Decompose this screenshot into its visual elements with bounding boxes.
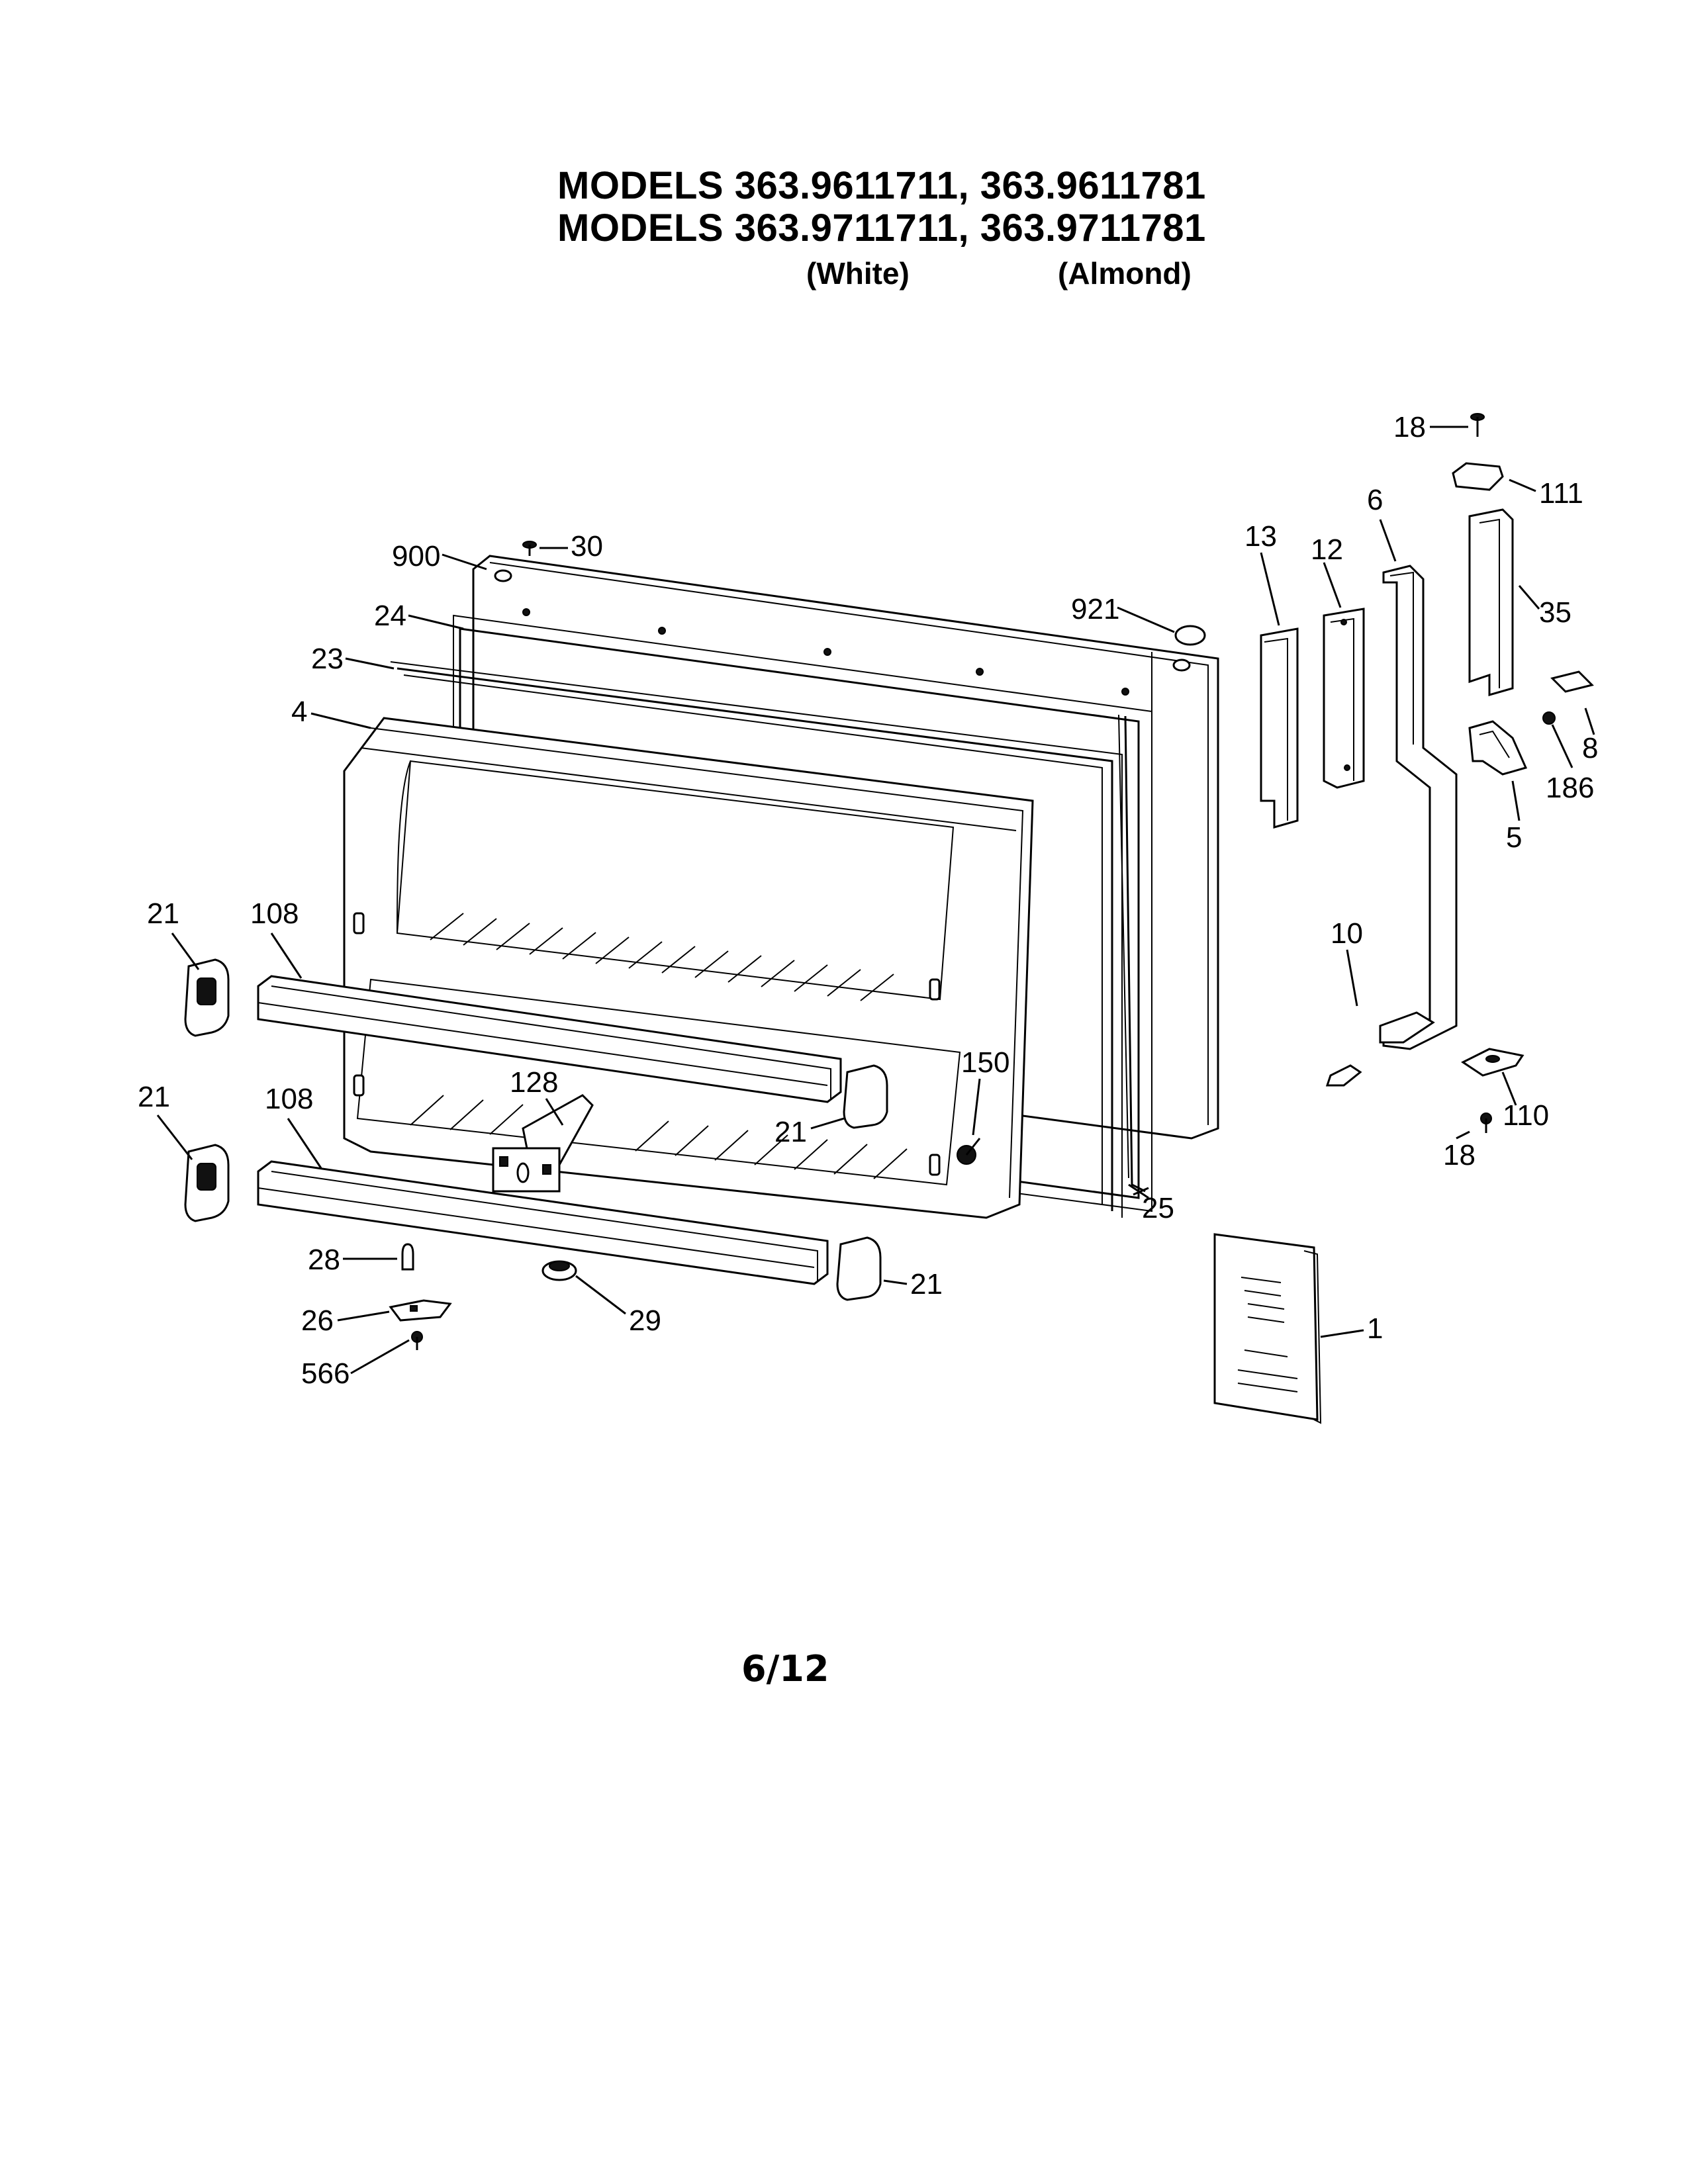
callout-21-a: 21 [147, 897, 179, 930]
shelf-bar-upper [257, 975, 842, 1103]
callout-4: 4 [291, 696, 307, 728]
model-line-1: MODELS 363.9611711, 363.9611781 [557, 164, 1206, 207]
screw-18-bottom [1480, 1113, 1492, 1133]
page-number: 6/12 [741, 1648, 829, 1690]
hinge-pin-10 [1325, 1064, 1362, 1087]
callout-566: 566 [301, 1357, 350, 1390]
hinge-110 [1461, 1048, 1524, 1077]
bracket-5 [1468, 720, 1528, 776]
callout-900: 900 [392, 540, 440, 572]
callout-186: 186 [1546, 772, 1594, 804]
callout-5: 5 [1506, 821, 1522, 854]
inner-door-liner [343, 717, 1034, 1219]
color-white-label: (White) [806, 256, 910, 291]
callout-28: 28 [308, 1244, 340, 1276]
callout-10: 10 [1331, 917, 1363, 950]
callout-21-b: 21 [138, 1081, 170, 1113]
callout-6: 6 [1367, 484, 1383, 516]
callout-21-c: 21 [774, 1116, 807, 1148]
exploded-parts-diagram: 18 111 6 13 12 35 900 30 921 24 23 4 8 1… [138, 411, 1598, 1424]
screw-186 [1542, 711, 1556, 725]
callout-110: 110 [1503, 1099, 1549, 1132]
callout-108-a: 108 [250, 897, 299, 930]
callout-leaders [156, 426, 1595, 1375]
clip-28 [401, 1243, 414, 1271]
callout-35: 35 [1539, 596, 1571, 629]
strip-12 [1323, 608, 1365, 789]
callout-18-bottom: 18 [1443, 1139, 1476, 1171]
bracket-26 [389, 1299, 452, 1322]
callout-30: 30 [571, 530, 603, 563]
callout-111: 111 [1539, 477, 1583, 510]
callout-150: 150 [961, 1046, 1009, 1079]
hinge-bracket-6 [1379, 565, 1458, 1050]
callout-25: 25 [1142, 1192, 1174, 1224]
shelf-end-cap-upper-right [843, 1064, 888, 1129]
callout-24: 24 [374, 600, 406, 632]
strip-13 [1260, 627, 1299, 829]
model-line-2: MODELS 363.9711711, 363.9711781 [557, 206, 1206, 250]
screw-566 [411, 1331, 423, 1350]
callout-29: 29 [629, 1304, 661, 1337]
shelf-retainer [492, 1094, 594, 1193]
shelf-end-cap-upper-left [184, 958, 230, 1037]
plug-29 [541, 1260, 577, 1281]
callout-1: 1 [1367, 1312, 1383, 1345]
shelf-end-cap-lower-right [836, 1236, 882, 1301]
callout-21-d: 21 [910, 1268, 943, 1300]
plate-8 [1550, 670, 1594, 693]
screw-150 [957, 1138, 981, 1165]
callout-23: 23 [311, 643, 344, 675]
shelf-bar-lower [257, 1160, 829, 1285]
callout-128: 128 [510, 1066, 558, 1099]
callout-12: 12 [1311, 533, 1343, 566]
screw-30 [522, 541, 537, 556]
channel-35 [1468, 508, 1514, 696]
plug-921 [1174, 625, 1206, 646]
callout-921: 921 [1071, 593, 1119, 625]
owners-manual-1 [1213, 1233, 1322, 1424]
hinge-cap-111 [1452, 462, 1504, 491]
callout-18-top: 18 [1393, 411, 1426, 443]
callout-108-b: 108 [265, 1083, 313, 1115]
callout-labels: 18 111 6 13 12 35 900 30 921 24 23 4 8 1… [138, 411, 1598, 1390]
color-almond-label: (Almond) [1058, 256, 1192, 291]
shelf-end-cap-lower-left [184, 1144, 230, 1222]
screw-18-top [1470, 413, 1485, 437]
callout-26: 26 [301, 1304, 334, 1337]
callout-13: 13 [1244, 520, 1277, 553]
callout-8: 8 [1582, 732, 1598, 764]
